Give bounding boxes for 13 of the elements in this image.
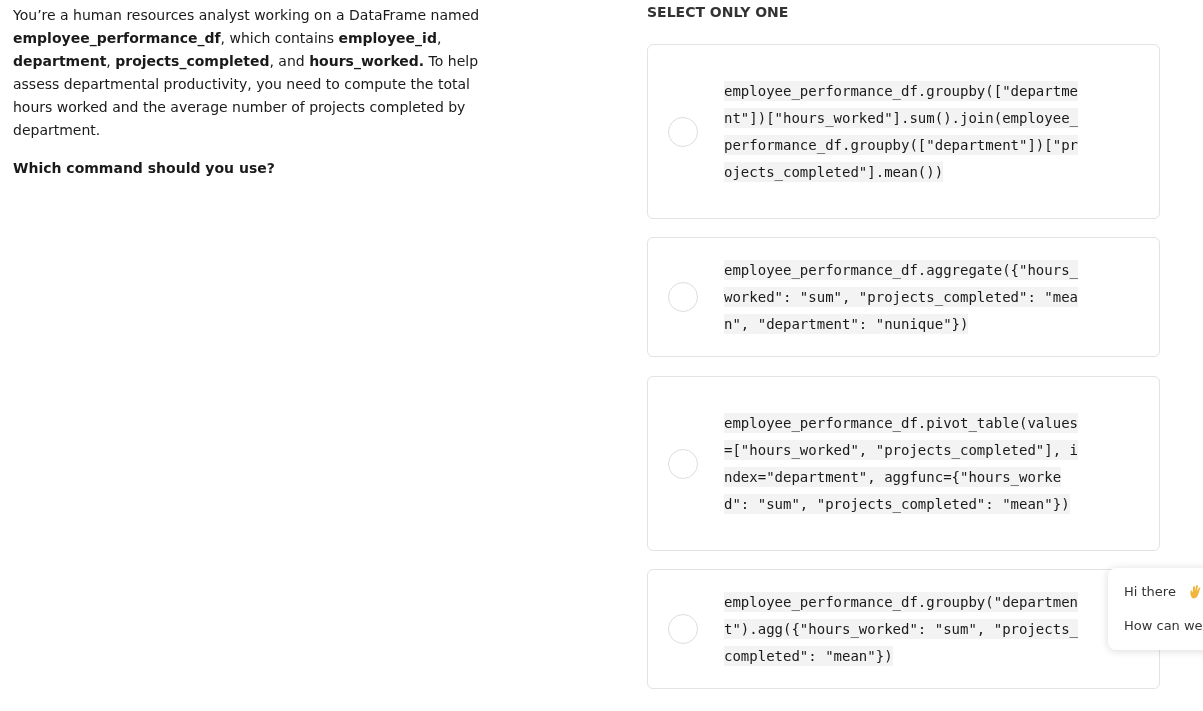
code-snippet: employee_performance_df.groupby(["department"])["hours_worked"].sum().join(employee_performance_df.groupby(["department"])["projects_completed"].mean()) [724, 79, 1080, 184]
code-snippet: employee_performance_df.groupby("department").agg({"hours_worked": "sum", "projects_completed": "mean"}) [724, 590, 1080, 668]
option-card [647, 376, 1160, 551]
option-card [647, 237, 1160, 357]
code-snippet: employee_performance_df.aggregate({"hours_worked": "sum", "projects_completed": "mean", "department": "nunique"}) [724, 258, 1080, 336]
greeting-text: Hi there [1124, 584, 1176, 599]
code-snippet: employee_performance_df.pivot_table(values=["hours_worked", "projects_completed"], index="department", aggfunc={"hours_worked": "sum", "projects_completed": "mean"}) [724, 411, 1080, 516]
chat-popup [1108, 568, 1203, 650]
instruction-heading: SELECT ONLY ONE [647, 4, 789, 20]
chat-prompt-text: How can we [1124, 618, 1203, 633]
question-prompt: Which command should you use? [13, 160, 275, 176]
question-text: You’re a human resources analyst working on a DataFrame named employee_performance_df, which contains employee_id, department, projects_completed, and hours_worked. To help assess departmental productivity, you need to compute the total hours worked and the average number of projects completed by department. [13, 6, 481, 140]
option-card [647, 44, 1160, 219]
